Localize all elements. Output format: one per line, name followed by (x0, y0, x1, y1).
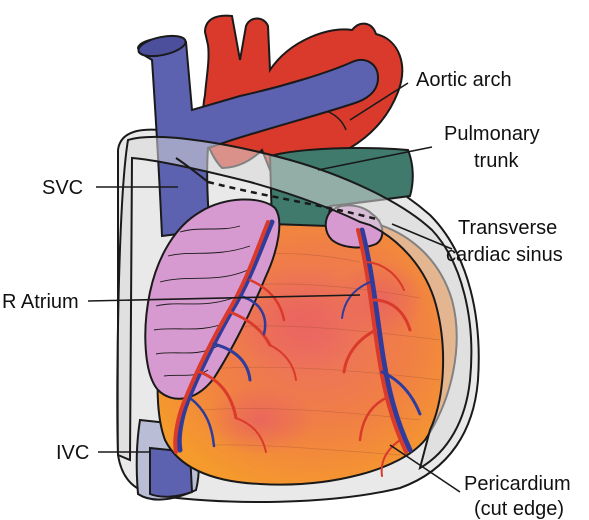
label-transverse-sinus-line1: Transverse (458, 217, 557, 239)
ventricle-blush-2 (205, 385, 315, 455)
label-pericardium-line2: (cut edge) (474, 498, 564, 520)
label-pulmonary-trunk-line1: Pulmonary (444, 123, 540, 145)
label-r-atrium: R Atrium (2, 291, 79, 313)
label-aortic-arch: Aortic arch (416, 69, 512, 91)
label-transverse-sinus-line2: cardiac sinus (446, 244, 563, 266)
label-pericardium-line1: Pericardium (464, 473, 571, 495)
label-pulmonary-trunk-line2: trunk (474, 150, 519, 172)
label-svc: SVC (42, 177, 83, 199)
label-ivc: IVC (56, 442, 89, 464)
